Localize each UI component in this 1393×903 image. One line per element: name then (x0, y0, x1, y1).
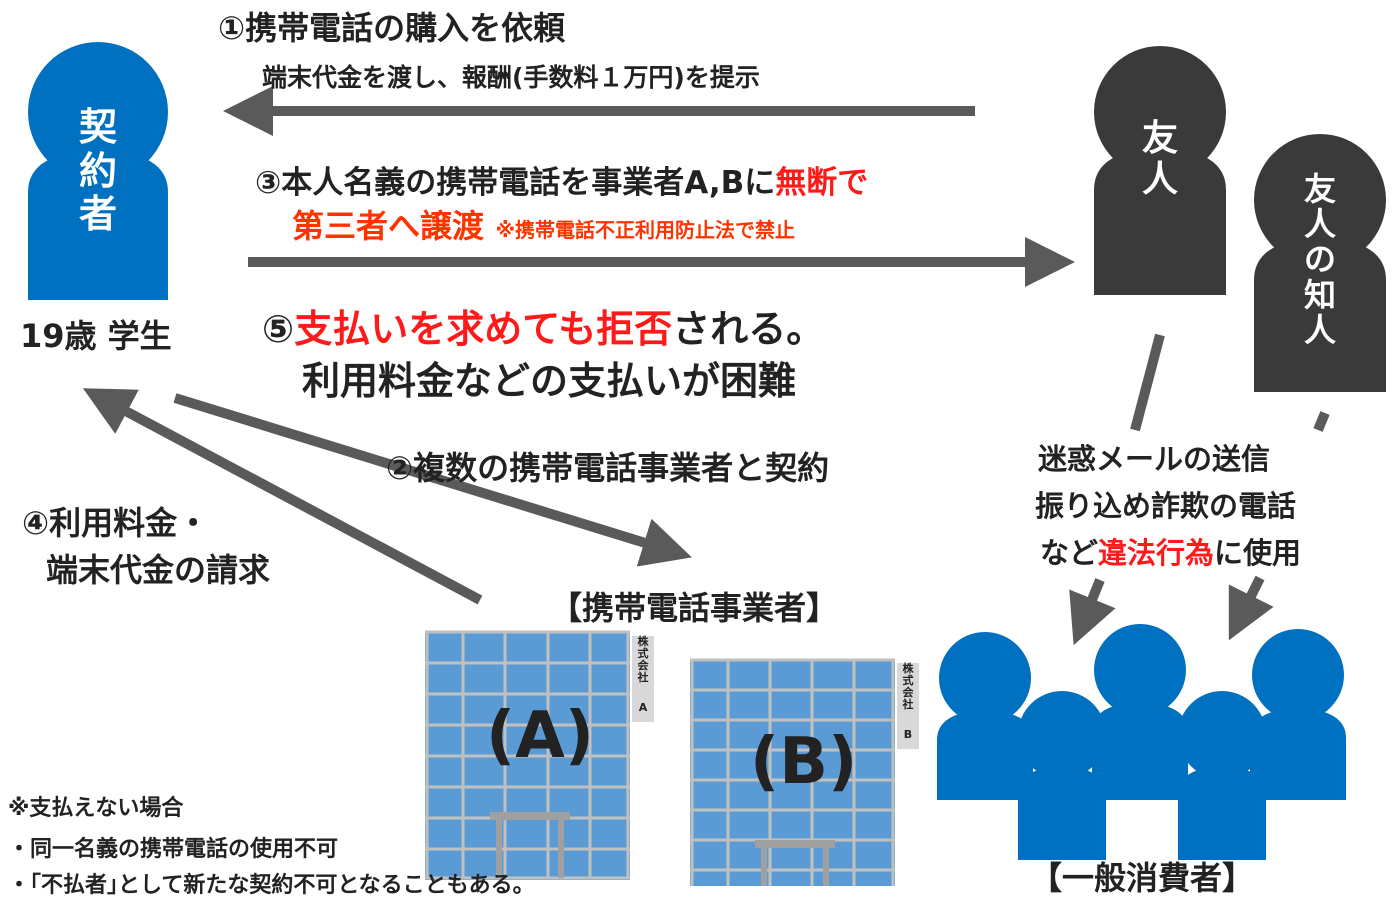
acquaintance-person-icon (1254, 134, 1386, 392)
building-b-letter: (B) (750, 725, 858, 799)
acquaintance-label-char: 人 (1303, 310, 1336, 349)
illegal-line3-red: 違法行為 (1098, 536, 1215, 570)
step5-line1: ⑤支払いを求めても拒否される。 (262, 307, 825, 352)
illegal-line1: 迷惑メールの送信 (1038, 442, 1271, 476)
note-line1: ※支払えない場合 (8, 796, 184, 821)
line-friend-to-text (1130, 333, 1165, 432)
carriers-title: 【携帯電話事業者】 (550, 589, 839, 627)
line-acq-to-text (1313, 411, 1330, 432)
step3-transfer-text: 第三者へ譲渡 (292, 207, 485, 245)
sign-b-char: 株 (902, 662, 914, 675)
step4-line2: 端末代金の請求 (46, 551, 271, 589)
sign-a-char: 会 (637, 659, 649, 672)
sign-b-char: 式 (902, 674, 914, 687)
step3-line1: ③本人名義の携帯電話を事業者A,Bに無断で (255, 165, 869, 202)
contractor-label-char: 契 (78, 105, 117, 149)
step1-sub: 端末代金を渡し、報酬(手数料１万円)を提示 (262, 63, 760, 92)
step5-red-text: 支払いを求めても拒否 (294, 307, 673, 351)
building-a-sign: 株 式 会 社 A (632, 636, 654, 722)
illegal-line3-a: など (1040, 536, 1099, 570)
building-b-icon (690, 658, 895, 886)
arrow-contract (173, 393, 692, 567)
consumers-title: 【一般消費者】 (1030, 859, 1255, 897)
note-line3: ・｢不払者｣として新たな契約不可となることもある。 (8, 873, 535, 898)
building-a-icon (425, 630, 630, 880)
sign-a-char: 株 (637, 635, 649, 648)
building-b-sign: 株 式 会 社 B (897, 663, 919, 749)
sign-b-char: 会 (902, 686, 914, 699)
note-line2: ・同一名義の携帯電話の使用不可 (8, 837, 339, 862)
step2-text: ②複数の携帯電話事業者と契約 (386, 449, 830, 487)
acquaintance-label-char: 人 (1303, 205, 1336, 244)
arrow-billing (82, 388, 483, 605)
step5-line2: 利用料金などの支払いが困難 (302, 359, 797, 403)
acquaintance-label-char: 知 (1303, 275, 1336, 314)
sign-b-char: B (903, 728, 913, 741)
step5-number: ⑤ (262, 307, 295, 351)
contractor-label: 契 約 者 (70, 105, 126, 237)
acquaintance-label-char: の (1303, 240, 1336, 279)
illegal-line3: など違法行為に使用 (1040, 536, 1302, 570)
friend-person-icon (1094, 46, 1226, 295)
contractor-person-icon (28, 42, 168, 300)
step3-line1-red: 無断で (775, 165, 869, 201)
sign-a-char: A (638, 701, 648, 714)
step5-rest-text: される。 (672, 307, 825, 351)
friend-label-char: 友 (1141, 118, 1178, 159)
contractor-label-char: 者 (78, 192, 117, 237)
illegal-line3-b: に使用 (1214, 536, 1302, 570)
sign-a-char: 式 (637, 647, 649, 660)
consumers-group-icon (937, 624, 1346, 860)
arrow-to-consumers-1 (1069, 578, 1116, 646)
building-a-letter: (A) (486, 699, 595, 773)
step1-title: ①携帯電話の購入を依頼 (218, 9, 566, 47)
step3-line2: 第三者へ譲渡 ※携帯電話不正利用防止法で禁止 (292, 208, 795, 245)
step4-line1: ④利用料金・ (22, 504, 210, 542)
contractor-label-char: 約 (78, 148, 117, 193)
step3-law-note: ※携帯電話不正利用防止法で禁止 (495, 218, 796, 242)
friend-label-char: 人 (1141, 159, 1178, 201)
sign-a-char: 社 (637, 671, 649, 684)
sign-b-char: 社 (902, 698, 914, 711)
illegal-line2: 振り込め詐欺の電話 (1035, 489, 1297, 523)
friend-label: 友 人 (1132, 118, 1188, 201)
arrow-to-consumers-2 (1228, 575, 1274, 641)
acquaintance-label-char: 友 (1303, 170, 1336, 208)
step3-line1-text: ③本人名義の携帯電話を事業者A,Bに (255, 165, 776, 201)
acquaintance-label: 友 人 の 知 人 (1294, 170, 1346, 349)
contractor-caption: 19歳 学生 (20, 317, 172, 355)
